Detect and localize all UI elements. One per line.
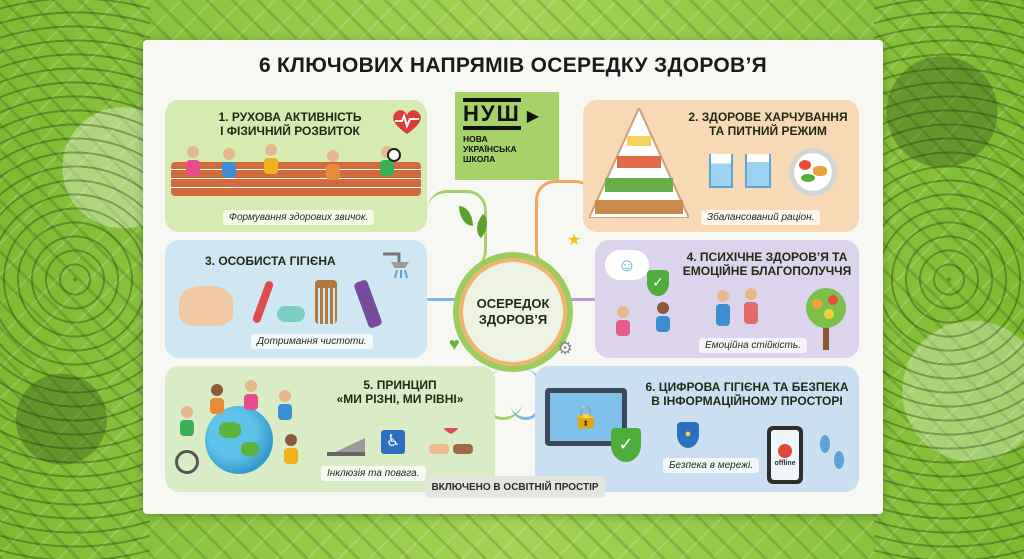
heart-icon: ♥ — [449, 334, 460, 354]
child-figure — [179, 406, 195, 440]
star-icon: ★ — [567, 232, 582, 249]
nush-logo: НУШ ▶ НОВА УКРАЇНСЬКА ШКОЛА — [455, 92, 559, 180]
wheelchair-figure — [175, 450, 199, 474]
panel-caption: Збалансований раціон. — [701, 210, 821, 225]
running-track — [171, 162, 421, 196]
panel-title: 2. ЗДОРОВЕ ХАРЧУВАННЯ ТА ПИТНИЙ РЕЖИМ — [688, 110, 848, 138]
page-title: 6 КЛЮЧОВИХ НАПРЯМІВ ОСЕРЕДКУ ЗДОРОВ’Я — [258, 54, 768, 77]
ramp-icon — [327, 432, 365, 461]
shield-check-icon: ✓ — [611, 428, 641, 462]
hub-label: ОСЕРЕДОК ЗДОРОВ’Я — [476, 296, 550, 327]
globe-icon — [205, 406, 273, 474]
gear-icon: ⚙ — [557, 338, 574, 358]
background-doodles-left — [0, 0, 150, 559]
background-doodles-right — [874, 0, 1024, 559]
connector-mid-left — [427, 298, 457, 301]
soccer-ball-icon — [387, 148, 401, 162]
soap-icon — [277, 306, 305, 322]
heart-pulse-icon — [391, 108, 423, 141]
connector-top-right — [535, 180, 595, 270]
panel-digital-hygiene: 6. ЦИФРОВА ГІГІЄНА ТА БЕЗПЕКА В ІНФОРМАЦ… — [535, 366, 859, 492]
panel-title: 1. РУХОВА АКТИВНІСТЬ І ФІЗИЧНИЙ РОЗВИТОК — [218, 110, 362, 138]
nush-logo-subtitle: НОВА УКРАЇНСЬКА ШКОЛА — [463, 134, 517, 164]
water-glass-icon — [745, 154, 771, 188]
shield-check-icon: ✓ — [647, 270, 669, 296]
panel-caption: Формування здорових звичок. — [223, 210, 375, 225]
monitor-lock-icon: 🔒 — [545, 388, 627, 446]
child-figure — [615, 306, 631, 340]
footprints-icon — [817, 432, 847, 479]
child-runner — [185, 146, 201, 180]
panel-title: 6. ЦИФРОВА ГІГІЄНА ТА БЕЗПЕКА В ІНФОРМАЦ… — [645, 380, 849, 408]
child-runner — [221, 148, 237, 182]
panel-personal-hygiene: 3. ОСОБИСТА ГІГІЄНА Дотримання чистоти. — [165, 240, 427, 358]
handshake-icon — [427, 424, 475, 463]
connector-mid-right — [571, 298, 597, 301]
food-pyramid-icon — [587, 105, 691, 223]
wheelchair-icon: ♿ — [381, 430, 405, 454]
panel-inclusion: 5. ПРИНЦИП «МИ РІЗНІ, МИ РІВНІ» ♿ Інклюз… — [165, 366, 495, 492]
shield-lock-icon: ● — [677, 422, 699, 448]
adult-figure — [743, 288, 759, 324]
play-arrow-icon: ▶ — [526, 108, 539, 125]
phone-icon: offline — [767, 426, 803, 484]
panel-title: 3. ОСОБИСТА ГІГІЄНА — [205, 254, 336, 268]
hands-washing-icon — [179, 286, 233, 326]
panel-caption: Емоційна стійкість. — [699, 338, 807, 353]
panel-caption: Безпека в мережі. — [663, 458, 760, 473]
child-figure — [283, 434, 299, 468]
smiley-cloud-icon: ☺ — [605, 250, 649, 280]
panel-caption: Інклюзія та повага. — [321, 466, 426, 481]
nush-logo-text: НУШ — [463, 98, 521, 130]
panel-healthy-nutrition: 2. ЗДОРОВЕ ХАРЧУВАННЯ ТА ПИТНИЙ РЕЖИМ Зб… — [583, 100, 859, 232]
child-meditating — [325, 150, 341, 184]
comb-icon — [315, 280, 337, 324]
panel-physical-activity: 1. РУХОВА АКТИВНІСТЬ І ФІЗИЧНИЙ РОЗВИТОК… — [165, 100, 427, 232]
panel-title: 5. ПРИНЦИП «МИ РІЗНІ, МИ РІВНІ» — [336, 378, 464, 406]
footer-tag: ВКЛЮЧЕНО В ОСВІТНІЙ ПРОСТІР — [425, 476, 605, 498]
panel-title: 4. ПСИХІЧНЕ ЗДОРОВ’Я ТА ЕМОЦІЙНЕ БЛАГОПО… — [682, 250, 852, 278]
panel-mental-health: 4. ПСИХІЧНЕ ЗДОРОВ’Я ТА ЕМОЦІЙНЕ БЛАГОПО… — [595, 240, 859, 358]
panel-caption: Дотримання чистоти. — [251, 334, 373, 349]
child-figure — [243, 380, 259, 414]
child-figure — [209, 384, 225, 418]
water-glass-icon — [709, 154, 733, 188]
infographic-card: 6 КЛЮЧОВИХ НАПРЯМІВ ОСЕРЕДКУ ЗДОРОВ’Я 1.… — [143, 40, 883, 514]
child-figure — [655, 302, 671, 336]
phone-offline-label: offline — [774, 459, 796, 467]
adult-figure — [715, 290, 731, 326]
no-signal-icon — [778, 443, 792, 458]
shower-icon — [379, 250, 417, 285]
health-hub-circle: ОСЕРЕДОК ЗДОРОВ’Я — [453, 252, 573, 372]
tree-icon — [803, 284, 849, 357]
plate-icon — [789, 148, 837, 196]
child-figure — [277, 390, 293, 424]
toothbrush-icon — [251, 279, 275, 325]
child-runner — [263, 144, 279, 178]
comb-icon — [353, 279, 383, 329]
